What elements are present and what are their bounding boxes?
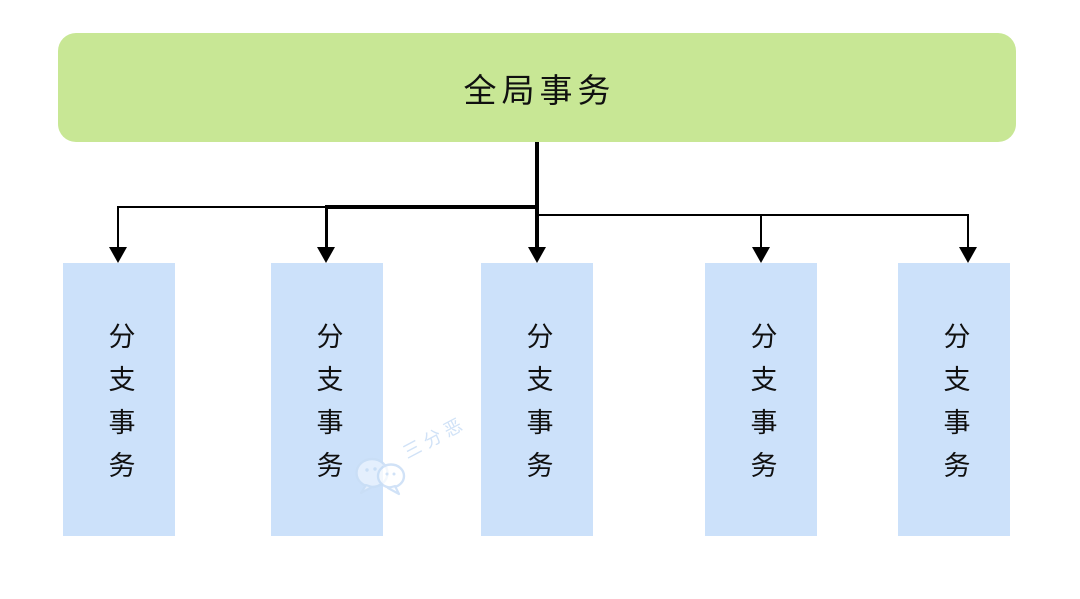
branch-transaction-node-3: 分支事务	[481, 263, 593, 536]
connector-drop-4	[760, 214, 762, 248]
branch-transaction-node-5: 分支事务	[898, 263, 1010, 536]
connector-drop-5	[967, 214, 969, 248]
global-transaction-node: 全局事务	[58, 33, 1016, 142]
branch-transaction-node-4: 分支事务	[705, 263, 817, 536]
global-transaction-label: 全局事务	[463, 70, 616, 110]
branch-transaction-node-2: 分支事务	[271, 263, 383, 536]
arrowhead-down-icon	[752, 247, 770, 263]
connector-stem	[535, 142, 539, 248]
connector-drop-1	[117, 206, 119, 248]
arrowhead-down-icon	[109, 247, 127, 263]
branch-transaction-label: 分支事务	[311, 321, 343, 494]
branch-transaction-label: 分支事务	[745, 321, 777, 494]
connector-hline-right	[537, 214, 968, 216]
watermark-text: 三分恶	[399, 412, 471, 464]
arrowhead-down-icon	[959, 247, 977, 263]
connector-hline-left-thick	[325, 205, 537, 209]
connector-hline-left	[117, 206, 327, 208]
arrowhead-down-icon	[528, 247, 546, 263]
branch-transaction-label: 分支事务	[521, 321, 553, 494]
branch-transaction-node-1: 分支事务	[63, 263, 175, 536]
arrowhead-down-icon	[317, 247, 335, 263]
branch-transaction-label: 分支事务	[938, 321, 970, 494]
branch-transaction-label: 分支事务	[103, 321, 135, 494]
connector-drop-2	[325, 205, 328, 248]
